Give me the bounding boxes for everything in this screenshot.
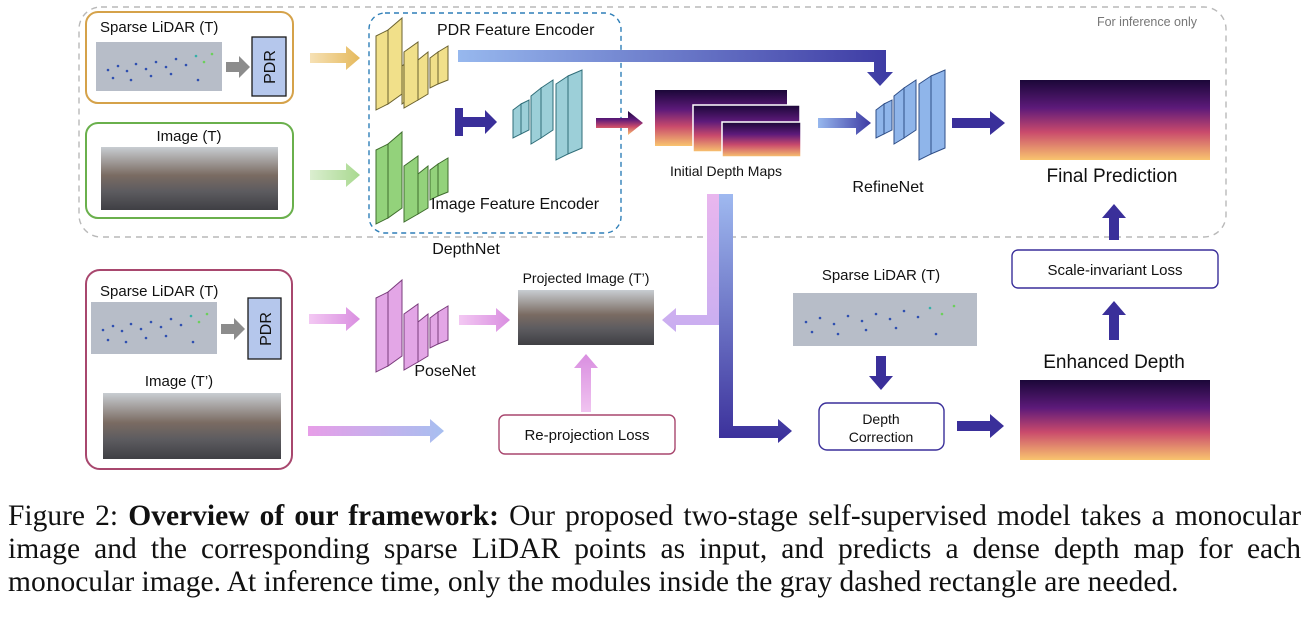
pdr-feature-encoder: [375, 16, 449, 111]
lidar-points-right: [804, 304, 956, 336]
pdr-label-bottom: PDR: [258, 312, 275, 346]
caption-label: Figure 2:: [8, 500, 119, 532]
image-t-prime-thumbnail: [103, 393, 281, 459]
pdr-box-bottom: [247, 297, 282, 360]
sparse-lidar-bottom-thumbnail: [91, 302, 217, 354]
final-prediction-image: [1020, 80, 1210, 160]
reprojection-loss-label: Re-projection Loss: [524, 427, 649, 444]
arrow-lidar-to-correction: [869, 356, 893, 390]
arrow-image-to-encoder: [310, 163, 360, 187]
inference-note: For inference only: [1097, 15, 1198, 29]
arrow-loss-to-final: [1102, 204, 1126, 240]
pdr-label-top: PDR: [262, 50, 279, 84]
depth-map-3: [721, 121, 802, 158]
enhanced-depth-image: [1020, 380, 1210, 460]
lidar-points-bottom: [101, 312, 209, 344]
inference-region: [78, 6, 1227, 238]
bottom-input-box: [85, 269, 293, 470]
arrow-image-t-prime-long: [308, 419, 444, 443]
initial-depth-maps-label: Initial Depth Maps: [670, 163, 782, 179]
arrow-correction-to-enhanced: [957, 414, 1004, 438]
image-input-thumbnail: [101, 147, 278, 210]
arrow-depth-to-projected: [662, 194, 719, 332]
depth-correction-box: [818, 402, 945, 451]
arrow-enhanced-up: [1102, 301, 1126, 340]
enhanced-depth-label: Enhanced Depth: [1043, 352, 1185, 373]
arrow-refinenet-to-final: [952, 111, 1005, 135]
sparse-lidar-input-box: [85, 11, 294, 104]
caption-bold: Overview of our framework:: [128, 500, 499, 532]
arrow-pdr-to-posenet: [309, 307, 360, 331]
refinenet-label: RefineNet: [852, 179, 924, 196]
sparse-lidar-bottom-label: Sparse LiDAR (T): [100, 283, 218, 300]
posenet-label: PoseNet: [414, 363, 476, 380]
reprojection-loss-box: [498, 414, 676, 455]
pdr-box-top: [251, 36, 287, 97]
pdr-encoder-label: PDR Feature Encoder: [437, 22, 595, 39]
sparse-lidar-right-thumbnail: [793, 293, 977, 346]
image-input-box: [85, 122, 294, 219]
scale-invariant-loss-box: [1011, 249, 1219, 289]
projected-image-label: Projected Image (T’): [523, 270, 650, 286]
depthnet-label: DepthNet: [432, 241, 500, 258]
lidar-points: [106, 52, 214, 82]
arrow-posenet-to-projected: [459, 308, 510, 332]
refinenet: [875, 69, 946, 161]
image-input-label: Image (T): [156, 128, 221, 145]
depth-decoder: [512, 69, 583, 161]
image-encoder-label: Image Feature Encoder: [431, 196, 600, 213]
projected-image-thumbnail: [518, 290, 654, 345]
image-feature-encoder: [375, 130, 449, 225]
arrow-fusion-to-decoder: [455, 108, 497, 136]
arrow-depth-to-correction: [719, 194, 792, 443]
sparse-lidar-thumbnail: [96, 42, 222, 91]
figure-caption: Figure 2: Overview of our framework: Our…: [8, 500, 1301, 599]
image-t-prime-label: Image (T’): [145, 373, 213, 390]
scale-invariant-loss-label: Scale-invariant Loss: [1047, 262, 1182, 279]
arrow-lidar-to-pdr-top: [226, 56, 250, 78]
depth-correction-line2: Correction: [849, 429, 914, 445]
depth-correction-line1: Depth: [862, 411, 899, 427]
caption-text: Our proposed two-stage self-supervised m…: [8, 500, 1302, 598]
posenet: [375, 278, 449, 373]
arrow-depth-to-refinenet: [818, 111, 871, 135]
depthnet-box: [368, 12, 622, 234]
sparse-lidar-input-label: Sparse LiDAR (T): [100, 19, 218, 36]
framework-diagram: For inference only Sparse LiDAR (T) PDR …: [78, 6, 1227, 470]
sparse-lidar-right-label: Sparse LiDAR (T): [822, 267, 940, 284]
arrow-decoder-to-depth: [596, 111, 643, 135]
arrow-pdr-to-refinenet-bar: [458, 50, 893, 86]
final-prediction-label: Final Prediction: [1047, 166, 1178, 187]
arrow-lidar-to-pdr-bottom: [221, 318, 245, 340]
arrow-pdr-to-encoder: [310, 46, 360, 70]
arrow-reprojection-up: [574, 354, 598, 412]
